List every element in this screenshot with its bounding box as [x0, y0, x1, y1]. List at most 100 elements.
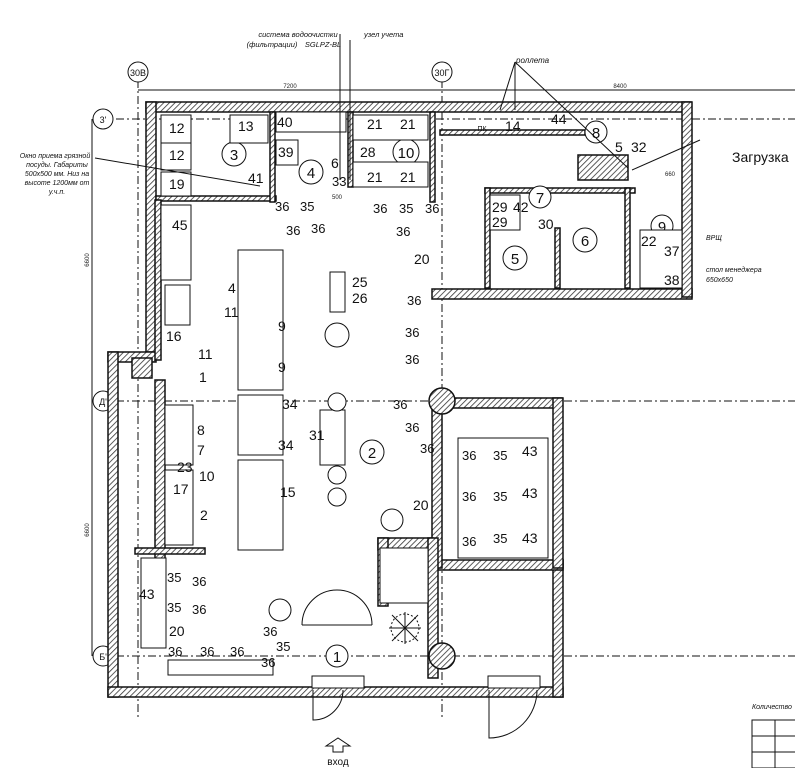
dish-window-note-1: Окно приема грязной: [20, 152, 91, 160]
dining-tables: [268, 322, 404, 622]
dimension-6600-bottom: 6600: [85, 523, 91, 537]
seat-36: 36: [405, 420, 419, 435]
item-21: 21: [400, 116, 416, 132]
room-6: 6: [572, 227, 598, 253]
entrance-label: вход: [327, 757, 349, 768]
seat-36: 36: [373, 201, 387, 216]
dimension-7200: 7200: [283, 84, 297, 90]
room-10: 10: [392, 138, 420, 166]
seat-36: 36: [425, 201, 439, 216]
item-37: 37: [664, 243, 680, 259]
svg-text:30Г: 30Г: [435, 68, 450, 78]
quantity-label: Количество: [752, 704, 792, 711]
item-10: 10: [199, 468, 215, 484]
seat-36: 36: [405, 352, 419, 367]
seat-36: 36: [200, 644, 214, 659]
room-5: 5: [502, 245, 528, 271]
svg-text:3': 3': [100, 115, 107, 125]
axis-marker-30g: 30Г: [431, 61, 453, 83]
plant-icon: [389, 612, 421, 644]
kitchen-equipment: [140, 111, 683, 676]
column-b-30g: [428, 642, 456, 670]
item-31: 31: [309, 427, 325, 443]
svg-text:30В: 30В: [130, 68, 146, 78]
item-25: 25: [352, 274, 368, 290]
seat-35: 35: [493, 489, 507, 504]
item-21: 21: [400, 169, 416, 185]
roller-label: роллета: [515, 56, 550, 65]
svg-text:Д': Д': [99, 397, 107, 407]
dimension-500: 500: [332, 195, 343, 201]
axis-marker-30v: 30В: [127, 61, 149, 83]
room-7: 7: [528, 185, 552, 209]
item-43: 43: [522, 443, 538, 459]
item-6: 6: [331, 155, 339, 171]
svg-text:1: 1: [333, 649, 341, 666]
item-34: 34: [282, 396, 298, 412]
manager-table-label: стол менеджера: [706, 266, 762, 274]
seat-35: 35: [493, 448, 507, 463]
item-12: 12: [169, 120, 185, 136]
seat-36: 36: [192, 574, 206, 589]
dimension-8400: 8400: [613, 84, 627, 90]
item-45: 45: [172, 217, 188, 233]
vrsh-label: ВРЩ: [706, 235, 722, 242]
seat-36: 36: [462, 448, 476, 463]
item-14: 14: [505, 118, 521, 134]
item-44: 44: [551, 111, 567, 127]
dish-window-note-5: у.ч.п.: [48, 189, 65, 196]
item-5: 5: [615, 139, 623, 155]
svg-text:3: 3: [230, 147, 238, 164]
seat-36: 36: [405, 325, 419, 340]
seat-36: 36: [396, 224, 410, 239]
item-22: 22: [641, 233, 657, 249]
item-8: 8: [197, 422, 205, 438]
dimension-660: 660: [665, 172, 676, 178]
seat-36: 36: [261, 655, 275, 670]
item-23: 23: [177, 459, 193, 475]
seat-36: 36: [462, 534, 476, 549]
dimension-6600-top: 6600: [85, 253, 91, 267]
dish-window-note-2: посуды. Габариты: [26, 161, 88, 169]
svg-text:8: 8: [592, 125, 600, 142]
seat-35: 35: [276, 639, 290, 654]
loading-label: Загрузка: [732, 149, 789, 165]
item-11: 11: [224, 304, 239, 320]
seat-35: 35: [167, 570, 181, 585]
item-20: 20: [169, 623, 185, 639]
equipment-numbers: 12 12 13 19 40 39 6 41 21 21 21 21 28 14…: [139, 111, 680, 639]
item-32: 32: [631, 139, 647, 155]
seat-36: 36: [393, 397, 407, 412]
seat-35: 35: [300, 199, 314, 214]
seat-35: 35: [493, 531, 507, 546]
item-1: 1: [199, 369, 207, 385]
svg-text:2: 2: [368, 445, 376, 462]
item-43: 43: [522, 485, 538, 501]
item-42: 42: [513, 199, 529, 215]
seat-36: 36: [420, 441, 434, 456]
item-39: 39: [278, 144, 294, 160]
pk-label: ПК: [477, 126, 487, 133]
seat-35: 35: [399, 201, 413, 216]
svg-text:5: 5: [511, 251, 519, 268]
water-system-label-2: (фильтрации): [247, 40, 298, 49]
item-7: 7: [197, 442, 205, 458]
seat-36: 36: [275, 199, 289, 214]
seat-36: 36: [286, 223, 300, 238]
loading-leader: [631, 139, 701, 171]
item-20: 20: [413, 497, 429, 513]
item-41: 41: [248, 170, 264, 186]
item-9: 9: [278, 359, 286, 375]
seat-36: 36: [462, 489, 476, 504]
water-system-label: система водоочистки: [258, 30, 338, 39]
seat-35: 35: [167, 600, 181, 615]
room-8: 8: [584, 120, 608, 144]
column-d-30g: [428, 387, 456, 415]
item-28: 28: [360, 144, 376, 160]
room-1: 1: [325, 644, 349, 668]
dish-window-note-3: 500х500 мм. Низ на: [25, 171, 89, 178]
quantity-table: [751, 719, 795, 768]
item-19: 19: [169, 176, 185, 192]
item-11: 11: [198, 346, 213, 362]
svg-text:4: 4: [307, 165, 315, 182]
